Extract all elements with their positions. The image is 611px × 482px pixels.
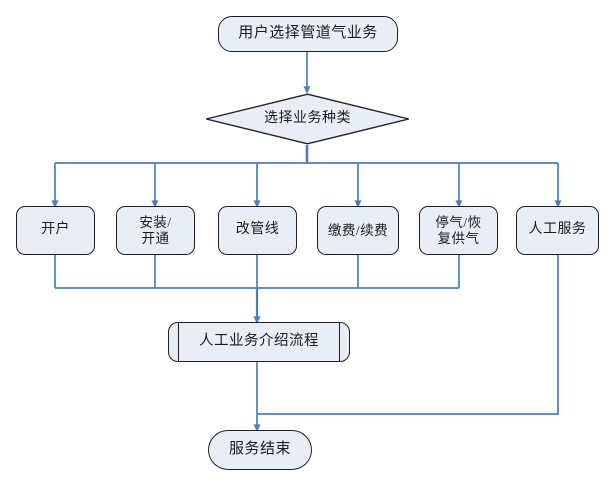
node-option-gaiguanxian-label: 改管线 [235,222,280,238]
node-option-jiaofei-xufei-label: 缴费/续费 [327,222,389,238]
predefined-process-right-bar [339,323,340,361]
node-option-rengong-fuwu-label: 人工服务 [528,222,587,238]
node-predefined-process-label: 人工业务介绍流程 [199,333,319,350]
node-option-rengong-fuwu[interactable]: 人工服务 [516,206,599,255]
node-option-tingqi-huifu[interactable]: 停气/恢 复供气 [419,206,498,255]
node-end-label: 服务结束 [228,441,291,458]
node-option-gaiguanxian[interactable]: 改管线 [218,206,297,255]
node-start[interactable]: 用户选择管道气业务 [218,16,398,52]
node-decision-label: 选择业务种类 [264,110,351,126]
node-start-label: 用户选择管道气业务 [238,25,378,42]
node-option-kaihu[interactable]: 开户 [16,206,95,255]
node-predefined-process[interactable]: 人工业务介绍流程 [168,322,350,362]
predefined-process-left-bar [178,323,179,361]
decision-shape [206,93,409,145]
edge-opt6-end [257,255,559,415]
node-option-kaihu-label: 开户 [41,222,70,238]
node-option-anzhuang-kaitong-label: 安装/ 开通 [139,214,172,246]
node-option-tingqi-huifu-label: 停气/恢 复供气 [435,214,482,246]
node-option-jiaofei-xufei[interactable]: 缴费/续费 [317,206,399,255]
node-end[interactable]: 服务结束 [208,430,312,470]
node-decision[interactable]: 选择业务种类 [205,93,410,145]
node-option-anzhuang-kaitong[interactable]: 安装/ 开通 [116,206,195,255]
